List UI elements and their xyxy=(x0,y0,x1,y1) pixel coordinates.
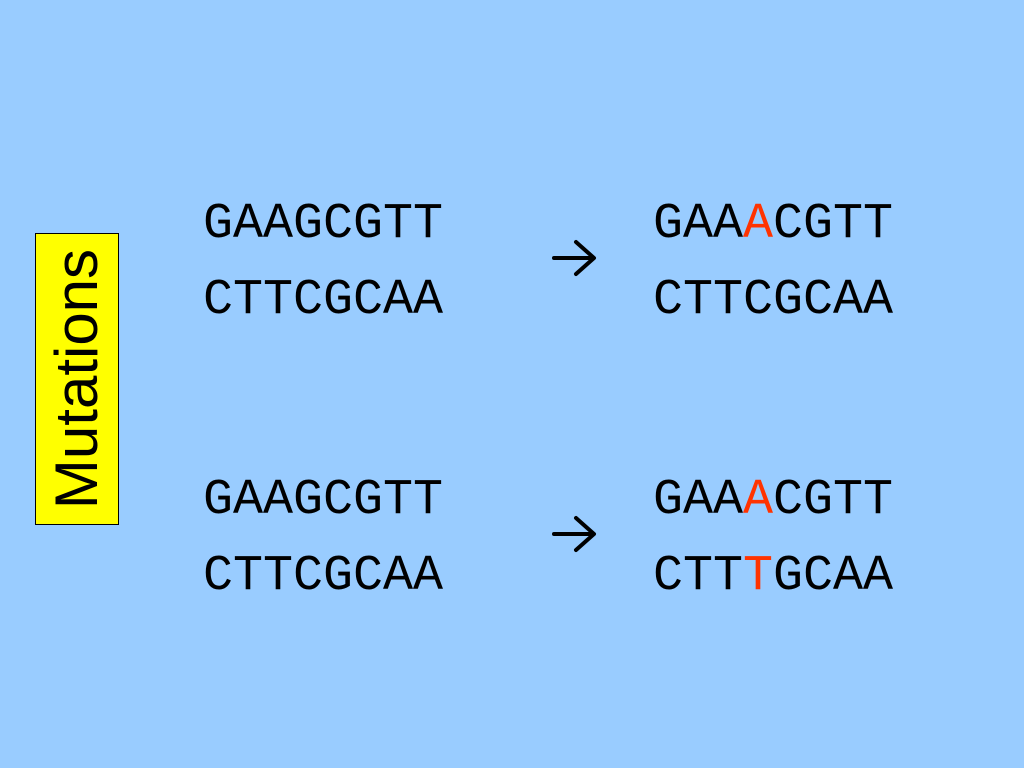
sequence-suffix: CGTT xyxy=(773,472,894,529)
mutated-base: T xyxy=(743,548,774,605)
sequence-prefix: GAA xyxy=(653,472,744,529)
example-2-after-top-strand: GAAACGTT xyxy=(653,476,893,526)
example-1-after-top-strand: GAAACGTT xyxy=(653,200,893,250)
example-2-after-bottom-strand: CTTTGCAA xyxy=(653,552,893,602)
mutated-base: A xyxy=(743,472,774,529)
sequence-suffix: GCAA xyxy=(773,548,894,605)
mutated-base: A xyxy=(743,196,774,253)
sequence-prefix: CTT xyxy=(653,548,744,605)
example-1-before-bottom-strand: CTTCGCAA xyxy=(203,272,444,329)
right-arrow-icon xyxy=(552,240,596,276)
example-2-before-top-strand: GAAGCGTT xyxy=(203,472,444,529)
sequence-prefix: GAA xyxy=(653,196,744,253)
example-1-before-top-strand: GAAGCGTT xyxy=(203,196,444,253)
sequence-suffix: CGTT xyxy=(773,196,894,253)
mutations-label-box: Mutations xyxy=(35,233,119,525)
right-arrow-icon xyxy=(552,516,596,552)
example-2-before-bottom-strand: CTTCGCAA xyxy=(203,548,444,605)
example-1-after-bottom-strand: CTTCGCAA xyxy=(653,272,894,329)
mutations-label: Mutations xyxy=(43,248,110,510)
